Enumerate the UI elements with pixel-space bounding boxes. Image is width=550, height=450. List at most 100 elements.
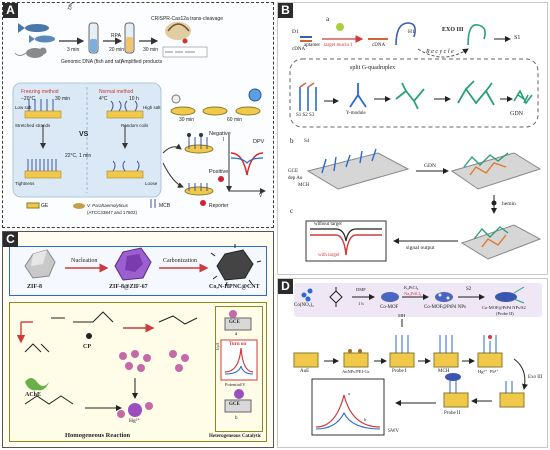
carbonization-label: Carbonization: [163, 258, 197, 264]
low-salt-label: Low salt: [15, 105, 32, 110]
negative-label: Negative: [209, 131, 231, 137]
time-20min: 20 min: [109, 47, 125, 53]
co-mof-particle: [381, 292, 399, 302]
cnt-crystal: [210, 244, 262, 287]
mch-label: MCH: [298, 183, 310, 188]
mcb-icon: [150, 199, 156, 208]
panel-c: C: [2, 231, 274, 448]
heterogeneous-label: Heterogeneous Catalytic: [209, 434, 262, 439]
tube-icon-2: [124, 22, 135, 54]
electrode-high-salt: [106, 100, 144, 119]
dpv-axis-i: I: [223, 137, 225, 143]
turn-on-ylabel: I/μA: [215, 342, 220, 350]
signal-electrode: [460, 224, 542, 260]
panel-b-graphics: [289, 22, 542, 262]
ache-enzyme: [25, 378, 49, 391]
probe2-label: Probe II: [444, 411, 461, 416]
reporter-icon: [200, 200, 206, 206]
bacteria-icon: [73, 203, 85, 209]
ptpd-label: Co-MOF@PtPd NPs: [424, 305, 466, 310]
d1-label: D1: [292, 29, 299, 35]
aue-label: AuE: [300, 369, 310, 374]
probe2-top-label: Co-MOF@PtPd NPs/S2: [482, 305, 526, 310]
heterogeneous-box: [215, 306, 263, 432]
cdna-left-label: cDNA: [292, 47, 306, 52]
panel-label: C: [3, 232, 18, 247]
electrode-low-salt: [24, 99, 62, 119]
aptamer-label: aptamer: [304, 43, 321, 48]
swv-curve-a: a: [348, 391, 350, 396]
panel-c-graphics: [16, 244, 262, 418]
nucleation-label: Nucleation: [71, 258, 98, 264]
legend-ge: GE: [41, 203, 49, 209]
temp-4c: 4°C: [99, 96, 108, 102]
s-labels: S1 S2 S3: [296, 113, 315, 118]
condition-label: 22°C, 1 min: [65, 153, 92, 159]
potential-label: Potential/V: [225, 382, 246, 387]
cdna-label: cDNA: [372, 43, 386, 48]
rat-icon: [14, 47, 47, 58]
dpv-plot: [226, 135, 266, 194]
gce-label: GCE: [288, 169, 298, 174]
na2pdcl4-label: Na₂PdCl₄: [404, 291, 422, 296]
exo-electrode: [499, 381, 525, 408]
gce-a-label: GCE: [229, 320, 240, 325]
ion-bound-electrode: [477, 335, 503, 368]
s4-label: S4: [304, 139, 310, 144]
sub-b-label: b: [290, 137, 294, 145]
exo-label: Exo III: [528, 375, 543, 380]
zif8-crystal: [24, 249, 56, 279]
zif67-label: ZIF-8@ZIF-67: [109, 284, 148, 290]
h1-hairpin: [395, 22, 416, 46]
cp-label: CP: [83, 344, 91, 350]
mch-electrode: [433, 335, 459, 368]
hg-label: Hg²⁺: [129, 418, 141, 424]
dep-au-label: dep Au: [288, 176, 303, 181]
with-label: with target: [318, 253, 340, 258]
linker-icon: [329, 287, 343, 307]
vs-label: VS: [79, 131, 89, 138]
sub-a-label: a: [326, 15, 330, 23]
curve-with: [310, 234, 382, 256]
mch-label: MCH: [438, 369, 450, 374]
legend-bacteria: V. Parahaemolyticus: [87, 203, 128, 208]
legend-reporter: Reporter: [209, 203, 229, 209]
gce-b-label: GCE: [229, 402, 240, 407]
positive-label: Positive: [209, 169, 229, 175]
probe1-label: Probe I: [392, 369, 407, 374]
panel-d: D Co(NO₃)₂ DMF 1 h Co-MOF K₂PtCl₄: [277, 278, 548, 448]
crispr-label: CRISPR-Cas12a trans-cleavage: [151, 16, 223, 22]
ge-icon: [26, 202, 40, 209]
panel-a-graphics: [12, 22, 266, 209]
panel-a: A: [2, 2, 274, 228]
hemin-label: hemin: [502, 201, 516, 207]
hg-ion: [128, 403, 142, 417]
recycle-label: R e c y c l e: [426, 49, 454, 55]
high-salt-label: High salt: [143, 105, 161, 110]
mof-src-label: Co(NO₃)₂: [294, 303, 314, 308]
genomic-dna-label: Genomic DNA (fish and rat): [61, 59, 123, 65]
dpv-label: DPV: [253, 139, 265, 145]
aptamer-duplex: [300, 36, 312, 42]
aue-electrode: [293, 352, 319, 368]
tube-icon: [88, 22, 99, 54]
s2-label: S2: [466, 287, 472, 292]
random-coils-label: Random coils: [121, 123, 149, 128]
probe1-electrode: [389, 335, 415, 368]
dpv-axis-v: V: [259, 193, 263, 199]
y-module-label: Y-module: [346, 111, 366, 116]
atcholine-structure: [24, 343, 50, 353]
zif8-label: ZIF-8: [27, 284, 42, 290]
s1-hairpin: [467, 24, 486, 46]
time-30min: 30 min: [143, 47, 159, 53]
hg-label: Hg²⁺: [478, 369, 488, 374]
legend-mcb: MCB: [159, 203, 171, 209]
target-label: target mucin 1: [324, 43, 353, 48]
rpa-label: RPA: [111, 33, 121, 39]
probe2-electrode: [443, 373, 469, 408]
curve-a-label: a: [235, 332, 238, 337]
homogeneous-label: Homogeneous Reaction: [65, 432, 131, 439]
exo-label: EXO III: [442, 27, 464, 33]
probe2-tag-label: (Probe II): [496, 311, 514, 316]
cp-skull-icon: [86, 333, 92, 339]
